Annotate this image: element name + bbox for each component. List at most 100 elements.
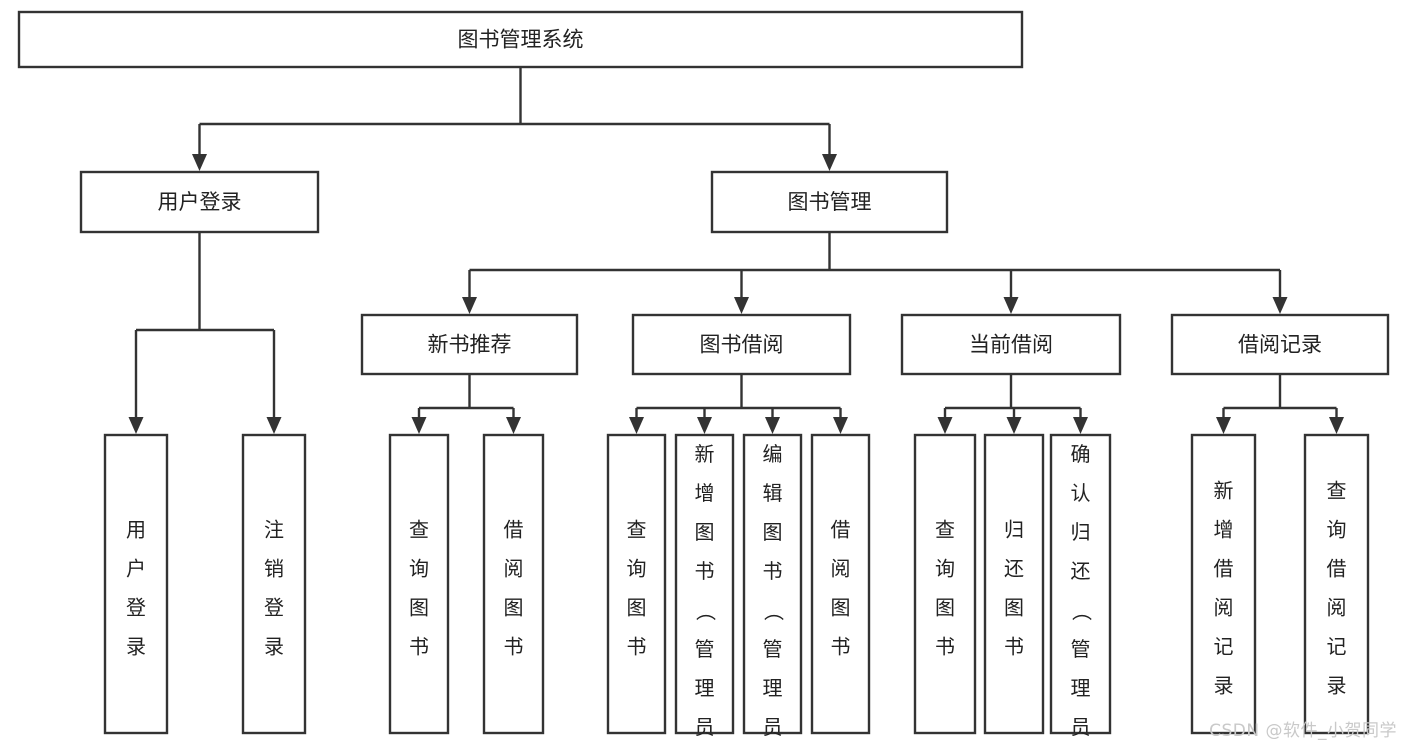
leaf-box-leaf-add-record[interactable]: [1190, 433, 1257, 735]
boxes-layer: [17, 10, 1390, 735]
svg-text:辑: 辑: [763, 481, 783, 505]
svg-text:阅: 阅: [504, 556, 524, 580]
svg-text:询: 询: [409, 556, 429, 580]
arrow-head-icon: [192, 154, 207, 171]
svg-text:管: 管: [1071, 637, 1091, 661]
arrow-head-icon: [1073, 417, 1088, 434]
leaf-box-leaf-query-book-2[interactable]: [606, 433, 667, 735]
svg-text:书: 书: [763, 559, 783, 583]
arrow-head-icon: [937, 417, 953, 434]
svg-text:新: 新: [695, 442, 715, 466]
svg-text:理: 理: [763, 676, 783, 700]
svg-text:图: 图: [409, 595, 429, 619]
svg-text:（: （: [762, 601, 786, 621]
arrow-head-icon: [506, 417, 521, 434]
arrow-head-icon: [1003, 297, 1019, 314]
leaf-box-leaf-user-logout[interactable]: [241, 433, 307, 735]
leaf-box-leaf-confirm-return[interactable]: [1049, 433, 1112, 735]
svg-text:询: 询: [935, 556, 955, 580]
svg-text:借: 借: [1214, 556, 1234, 580]
svg-text:查: 查: [409, 517, 429, 541]
arrow-head-icon: [697, 417, 712, 434]
svg-text:编: 编: [763, 442, 783, 466]
node-box-user-login[interactable]: [79, 170, 320, 234]
arrow-head-icon: [1216, 417, 1231, 434]
svg-text:书: 书: [695, 559, 715, 583]
svg-text:（: （: [694, 601, 718, 621]
node-label-book-manage: 图书管理: [788, 190, 872, 214]
svg-text:记: 记: [1214, 634, 1234, 658]
arrow-head-icon: [1329, 417, 1344, 434]
node-label-borrow-record: 借阅记录: [1238, 333, 1322, 357]
leaf-box-leaf-borrow-book-2[interactable]: [810, 433, 871, 735]
svg-text:还: 还: [1071, 559, 1091, 583]
labels-layer: 图书管理系统用户登录图书管理新书推荐图书借阅当前借阅借阅记录用户登录注销登录查询…: [126, 28, 1347, 740]
svg-text:查: 查: [935, 517, 955, 541]
arrow-head-icon: [1272, 297, 1288, 314]
arrow-head-icon: [266, 417, 282, 434]
node-box-borrow-record[interactable]: [1170, 313, 1390, 376]
arrow-head-icon: [629, 417, 644, 434]
svg-text:用: 用: [126, 517, 146, 541]
svg-text:阅: 阅: [831, 556, 851, 580]
svg-text:图: 图: [935, 595, 955, 619]
svg-text:新: 新: [1214, 478, 1234, 502]
svg-text:书: 书: [1004, 634, 1024, 658]
node-box-root[interactable]: [17, 10, 1024, 69]
arrow-head-icon: [765, 417, 780, 434]
svg-text:阅: 阅: [1214, 595, 1234, 619]
svg-text:理: 理: [1071, 676, 1091, 700]
arrow-head-icon: [822, 154, 837, 171]
svg-text:询: 询: [627, 556, 647, 580]
arrow-head-icon: [734, 297, 749, 314]
leaf-box-leaf-user-login[interactable]: [103, 433, 169, 735]
svg-text:认: 认: [1071, 481, 1091, 505]
node-label-book-borrow: 图书借阅: [700, 333, 784, 357]
svg-text:图: 图: [627, 595, 647, 619]
node-box-book-borrow[interactable]: [631, 313, 852, 376]
svg-text:查: 查: [1327, 478, 1347, 502]
svg-text:管: 管: [695, 637, 715, 661]
svg-text:书: 书: [504, 634, 524, 658]
svg-text:增: 增: [1214, 517, 1234, 541]
node-box-current-borrow[interactable]: [900, 313, 1122, 376]
svg-text:书: 书: [627, 634, 647, 658]
svg-text:录: 录: [264, 634, 284, 658]
arrow-head-icon: [462, 297, 477, 314]
svg-text:确: 确: [1071, 442, 1091, 466]
leaf-box-leaf-query-book-3[interactable]: [913, 433, 977, 735]
svg-text:（: （: [1070, 601, 1094, 621]
svg-text:图: 图: [695, 520, 715, 544]
node-box-new-book-recommend[interactable]: [360, 313, 579, 376]
svg-text:员: 员: [763, 715, 783, 739]
node-label-new-book-recommend: 新书推荐: [428, 333, 512, 357]
leaf-box-leaf-edit-book[interactable]: [742, 433, 803, 735]
svg-text:登: 登: [264, 595, 284, 619]
svg-text:录: 录: [1327, 673, 1347, 697]
leaf-box-leaf-add-book[interactable]: [674, 433, 735, 735]
leaf-box-leaf-query-book-1[interactable]: [388, 433, 450, 735]
svg-text:员: 员: [695, 715, 715, 739]
svg-text:销: 销: [264, 556, 284, 580]
connectors-layer: [128, 67, 1344, 434]
leaf-box-leaf-borrow-book-1[interactable]: [482, 433, 545, 735]
svg-text:书: 书: [935, 634, 955, 658]
leaf-box-leaf-return-book[interactable]: [983, 433, 1045, 735]
svg-text:户: 户: [126, 556, 146, 580]
svg-text:查: 查: [627, 517, 647, 541]
svg-text:员: 员: [1071, 715, 1091, 739]
node-box-book-manage[interactable]: [710, 170, 949, 234]
leaf-box-leaf-query-record[interactable]: [1303, 433, 1370, 735]
node-label-root: 图书管理系统: [458, 28, 584, 52]
